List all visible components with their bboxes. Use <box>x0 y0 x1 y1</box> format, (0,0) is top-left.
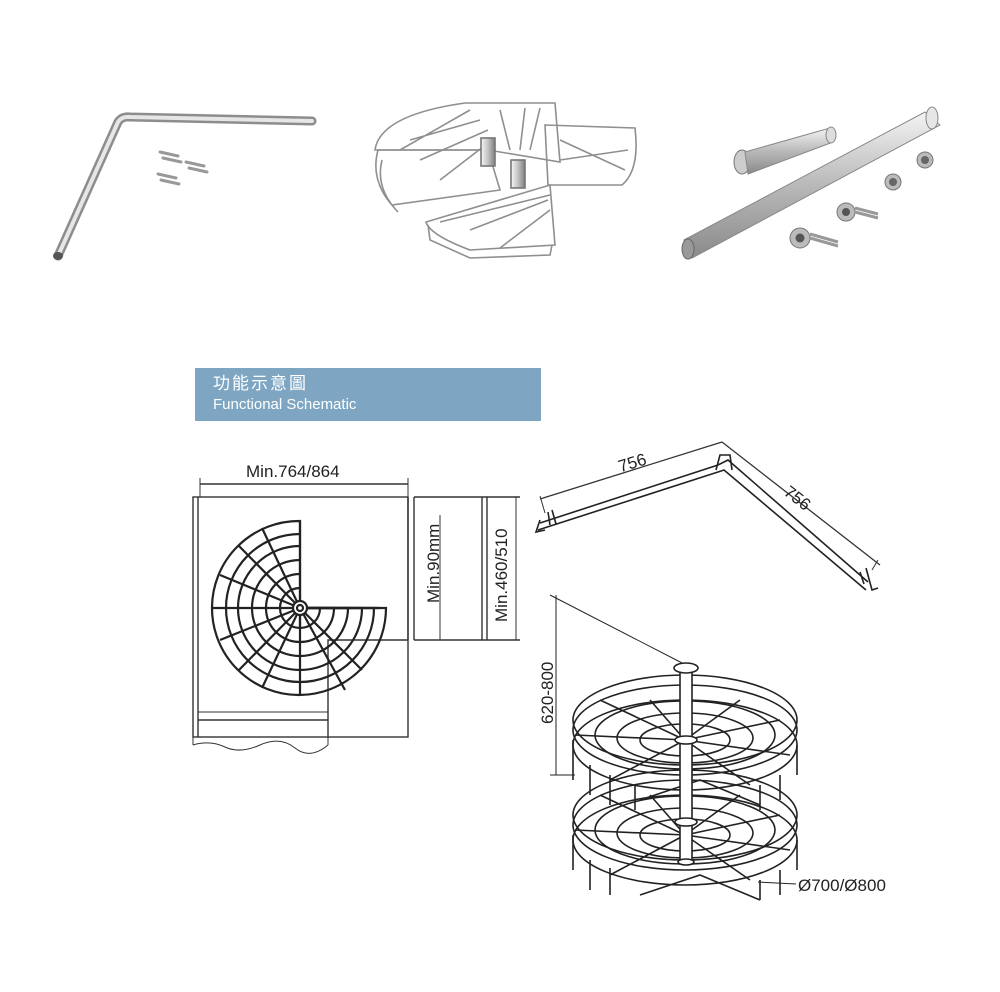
bent-rail-product <box>53 102 941 261</box>
center-pole-icon <box>673 662 699 866</box>
pole-kit-icon <box>681 106 941 260</box>
plan-width-label: Min.764/864 <box>246 462 340 481</box>
basket-height-label: 620-800 <box>538 661 557 724</box>
basket-diameter-label: Ø700/Ø800 <box>798 876 886 895</box>
wire-basket-icon <box>374 102 637 259</box>
title-english: Functional Schematic <box>213 396 357 413</box>
schematic-title-bar: 功能示意圖 Functional Schematic <box>195 368 541 421</box>
title-chinese: 功能示意圖 <box>213 374 308 394</box>
bent-rail-icon <box>53 112 317 261</box>
plan-basket-icon <box>210 519 388 697</box>
rail-icon <box>534 454 879 592</box>
